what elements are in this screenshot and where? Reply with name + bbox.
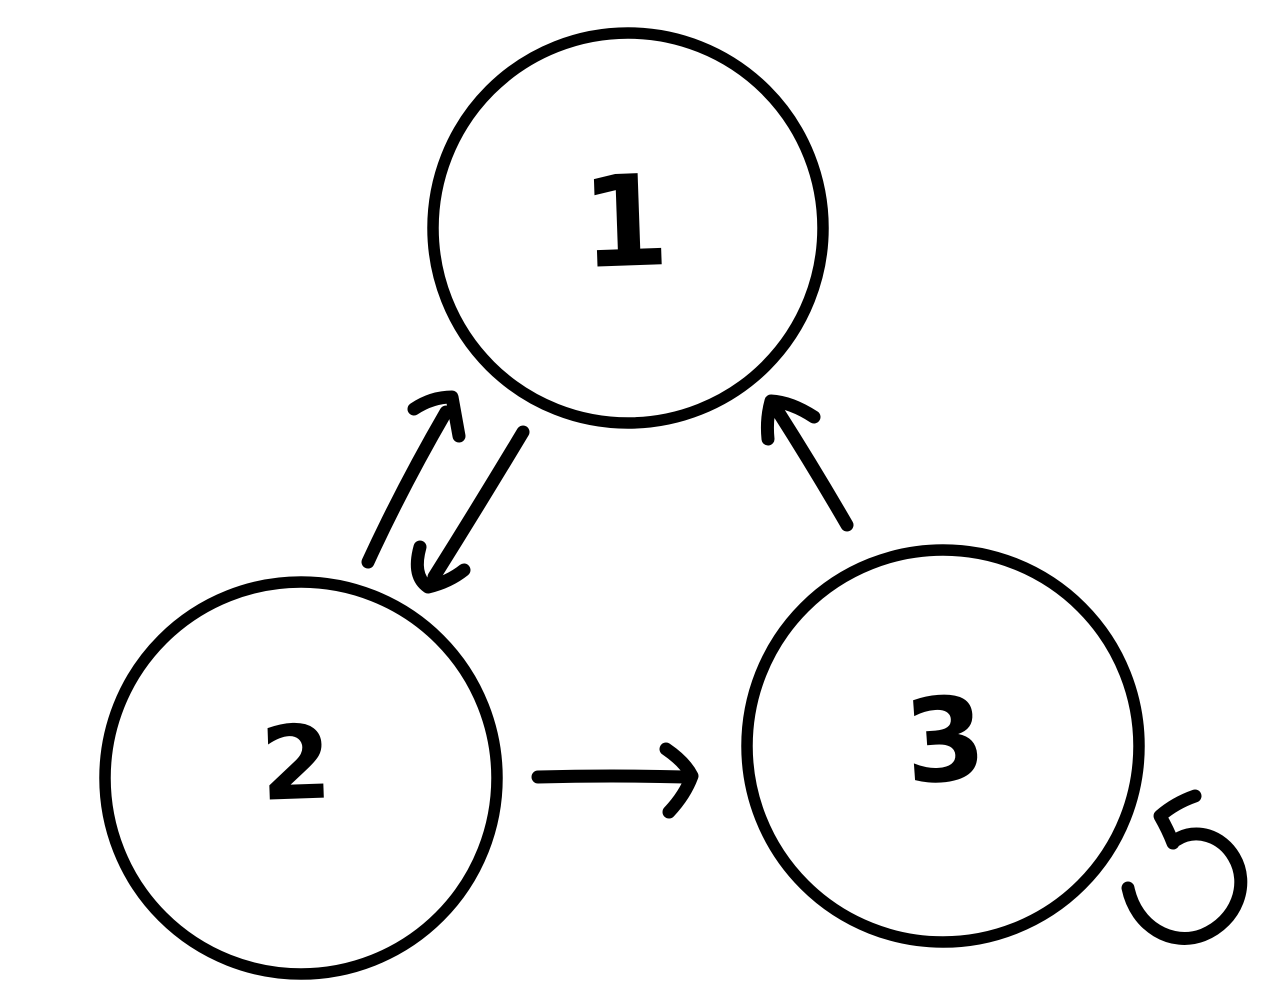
node-3-circle (741, 544, 1145, 948)
edge-2-to-1-arrowhead (407, 390, 466, 443)
edge-3-self-loop-arrowhead (1153, 789, 1202, 850)
edge-3-self-loop-curve (1121, 827, 1248, 945)
edge-3-to-1-arrowhead (760, 394, 821, 446)
edge-3-self-loop (1121, 789, 1248, 945)
edge-3-to-1 (760, 394, 854, 532)
node-3: 3 (741, 544, 1145, 948)
edge-1-to-2-shaft (427, 425, 530, 584)
edge-2-to-1-shaft (361, 405, 453, 569)
node-1-circle (427, 27, 829, 429)
node-1-label: 1 (579, 147, 672, 297)
edge-2-to-1 (361, 390, 466, 569)
edge-3-to-1-shaft (772, 406, 854, 532)
node-1: 1 (427, 27, 829, 429)
edge-2-to-3-shaft (531, 769, 692, 784)
edge-1-to-2 (410, 425, 530, 594)
edge-2-to-3-arrowhead (659, 742, 699, 819)
node-3-label: 3 (900, 671, 990, 811)
edge-2-to-3 (531, 742, 699, 819)
node-2-label: 2 (258, 703, 333, 824)
node-2: 2 (99, 576, 503, 980)
edge-1-to-2-arrowhead (410, 540, 471, 594)
node-2-circle (99, 576, 503, 980)
